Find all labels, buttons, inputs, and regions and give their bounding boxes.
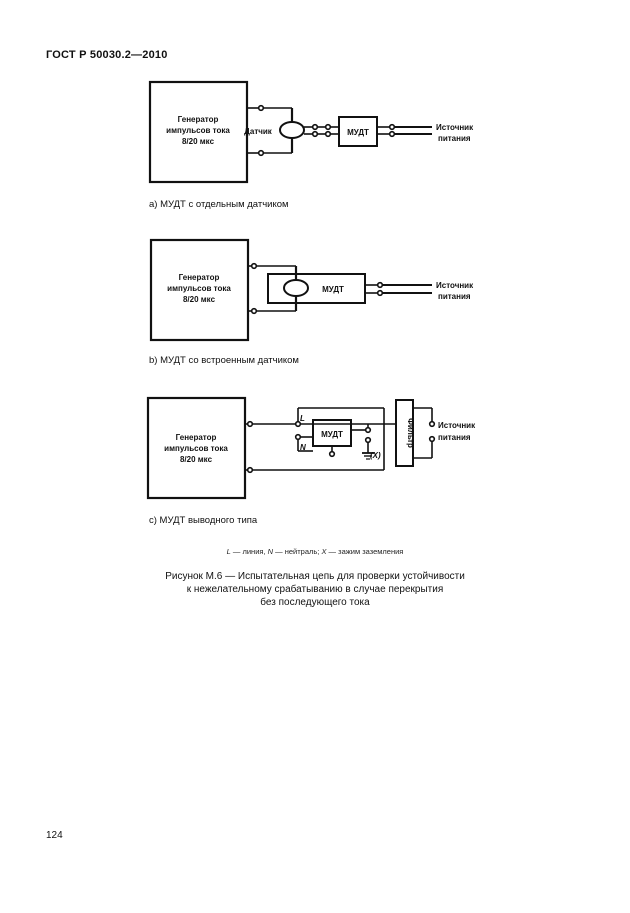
generator-label-a-1: Генератор <box>178 115 219 124</box>
device-label-a: МУДТ <box>347 128 369 137</box>
figure-title-line-1: Рисунок М.6 — Испытательная цепь для про… <box>165 571 465 582</box>
caption-a: а) МУДТ с отдельным датчиком <box>149 199 289 210</box>
legend-note: L — линия, N — нейтраль; X — зажим зазем… <box>0 547 630 556</box>
filter-label: Фильтр <box>406 418 415 448</box>
sensor-ring-a <box>279 121 305 139</box>
figure-c-diagram <box>146 396 436 500</box>
figure-b-diagram <box>149 238 432 342</box>
legend-n-symbol: N <box>267 547 274 556</box>
source-label-c-2: питания <box>438 433 471 442</box>
generator-box-c <box>146 396 247 500</box>
legend-x-text: — зажим заземления <box>326 547 404 556</box>
generator-label-c-2: импульсов тока <box>164 444 228 453</box>
terminal-n-label: N <box>300 443 306 452</box>
generator-label-c-3: 8/20 мкс <box>180 455 213 464</box>
legend-l-text: — линия, <box>230 547 268 556</box>
device-label-c: МУДТ <box>321 430 343 439</box>
generator-box-a <box>148 80 249 184</box>
device-label-b: МУДТ <box>322 285 344 294</box>
source-label-a-1: Источник <box>436 123 474 132</box>
caption-c: с) МУДТ выводного типа <box>149 515 258 526</box>
legend-l-symbol: L <box>226 547 231 556</box>
caption-b: b) МУДТ со встроенным датчиком <box>149 355 299 366</box>
figure-title: Рисунок М.6 — Испытательная цепь для про… <box>0 570 630 609</box>
terminal <box>257 149 265 157</box>
device-box-b <box>267 273 366 304</box>
device-box-a <box>338 116 378 147</box>
source-label-b-1: Источник <box>436 281 474 290</box>
legend-n-text: — нейтраль; <box>273 547 322 556</box>
terminal-x-label: (X) <box>370 451 381 460</box>
generator-label-a-3: 8/20 мкс <box>182 137 215 146</box>
figure-a-diagram <box>148 80 432 184</box>
filter-box <box>395 399 414 467</box>
figure-title-line-2: к нежелательному срабатыванию в случае п… <box>186 584 444 595</box>
page-number: 124 <box>46 830 63 841</box>
generator-label-b-1: Генератор <box>179 273 220 282</box>
source-label-b-2: питания <box>438 292 471 301</box>
legend-x-symbol: X <box>321 547 327 556</box>
generator-label-c-1: Генератор <box>176 433 217 442</box>
generator-label-a-2: импульсов тока <box>166 126 230 135</box>
document-header: ГОСТ Р 50030.2—2010 <box>46 49 168 61</box>
generator-box-b <box>149 238 250 342</box>
source-label-a-2: питания <box>438 134 471 143</box>
generator-label-b-2: импульсов тока <box>167 284 231 293</box>
figure-title-line-3: без последующего тока <box>260 597 370 608</box>
terminal <box>257 104 265 112</box>
source-label-c-1: Источник <box>438 421 476 430</box>
generator-label-b-3: 8/20 мкс <box>183 295 216 304</box>
sensor-label: Датчик <box>244 127 273 136</box>
terminal-l-label: L <box>300 414 305 423</box>
sensor-ring-b <box>283 279 309 297</box>
